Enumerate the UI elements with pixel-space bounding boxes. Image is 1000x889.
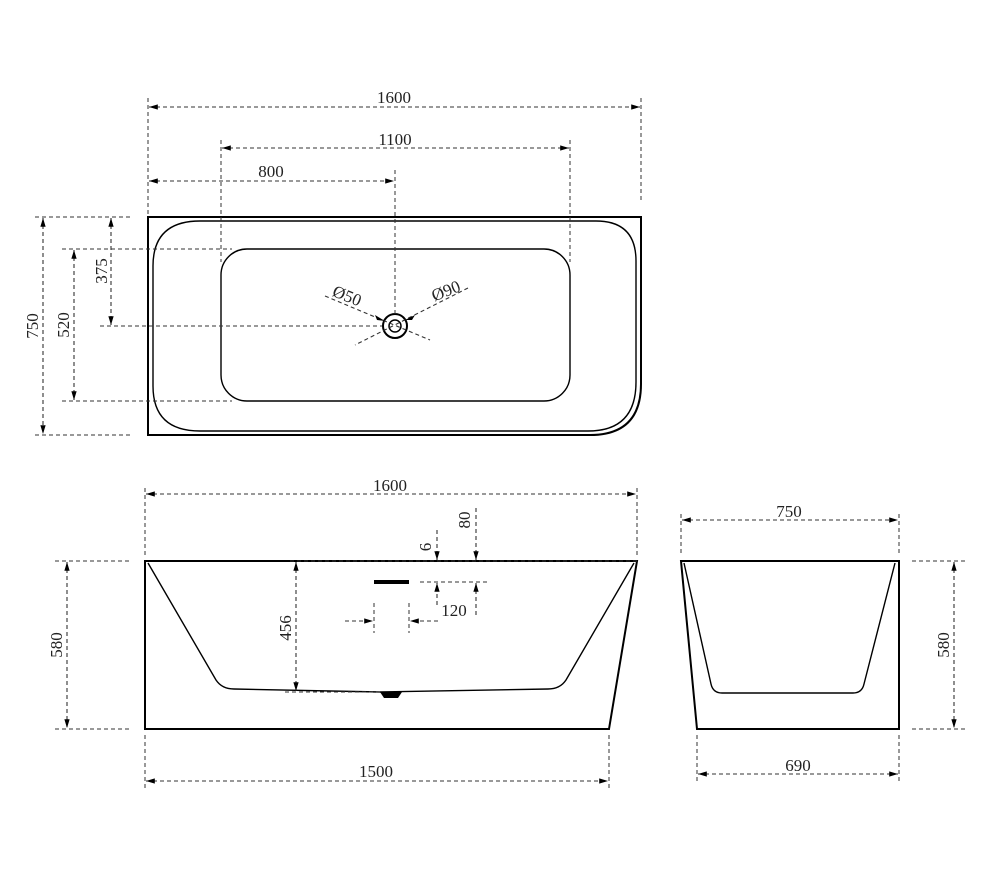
- dim-label-overflow-height: 6: [416, 543, 435, 552]
- front-view-drain: [380, 692, 402, 698]
- dim-label-side-height: 580: [934, 632, 953, 658]
- overflow-diameter-leader: [354, 287, 469, 346]
- dim-label-overflow-top: 80: [455, 512, 474, 529]
- overflow-diameter-label: Ø90: [429, 277, 463, 306]
- overflow-arrow: [405, 315, 415, 320]
- drain-inner: [388, 319, 402, 333]
- dim-label-drain-side: 375: [92, 258, 111, 284]
- side-view-outline: [679, 560, 900, 730]
- dim-label-front-length: 1600: [373, 476, 407, 495]
- dim-label-front-height: 580: [47, 632, 66, 658]
- dim-label-drain-offset: 800: [258, 162, 284, 181]
- dim-label-side-base-width: 690: [785, 756, 811, 775]
- front-view: 1600 580 456 80 6 120 1500: [47, 476, 640, 790]
- dim-label-width: 750: [23, 313, 42, 339]
- top-view-rim-line: [152, 220, 637, 432]
- front-view-outline: [144, 560, 639, 730]
- top-view-outer-outline: [147, 216, 642, 436]
- drain-outer: [382, 313, 408, 339]
- drain-arrow: [375, 315, 385, 321]
- top-view: Ø50 Ø90 1600 1100 800 750 520 375: [23, 88, 642, 436]
- dim-label-side-width: 750: [776, 502, 802, 521]
- drain-diameter-label: Ø50: [330, 282, 364, 311]
- side-view-basin: [683, 562, 896, 694]
- dim-label-base-length: 1500: [359, 762, 393, 781]
- dim-label-inner-length: 1100: [378, 130, 411, 149]
- side-view: 750 580 690: [679, 502, 965, 784]
- dim-label-depth: 456: [276, 615, 295, 641]
- dim-label-inner-width: 520: [54, 312, 73, 338]
- dim-label-length: 1600: [377, 88, 411, 107]
- dim-label-overflow-width: 120: [441, 601, 467, 620]
